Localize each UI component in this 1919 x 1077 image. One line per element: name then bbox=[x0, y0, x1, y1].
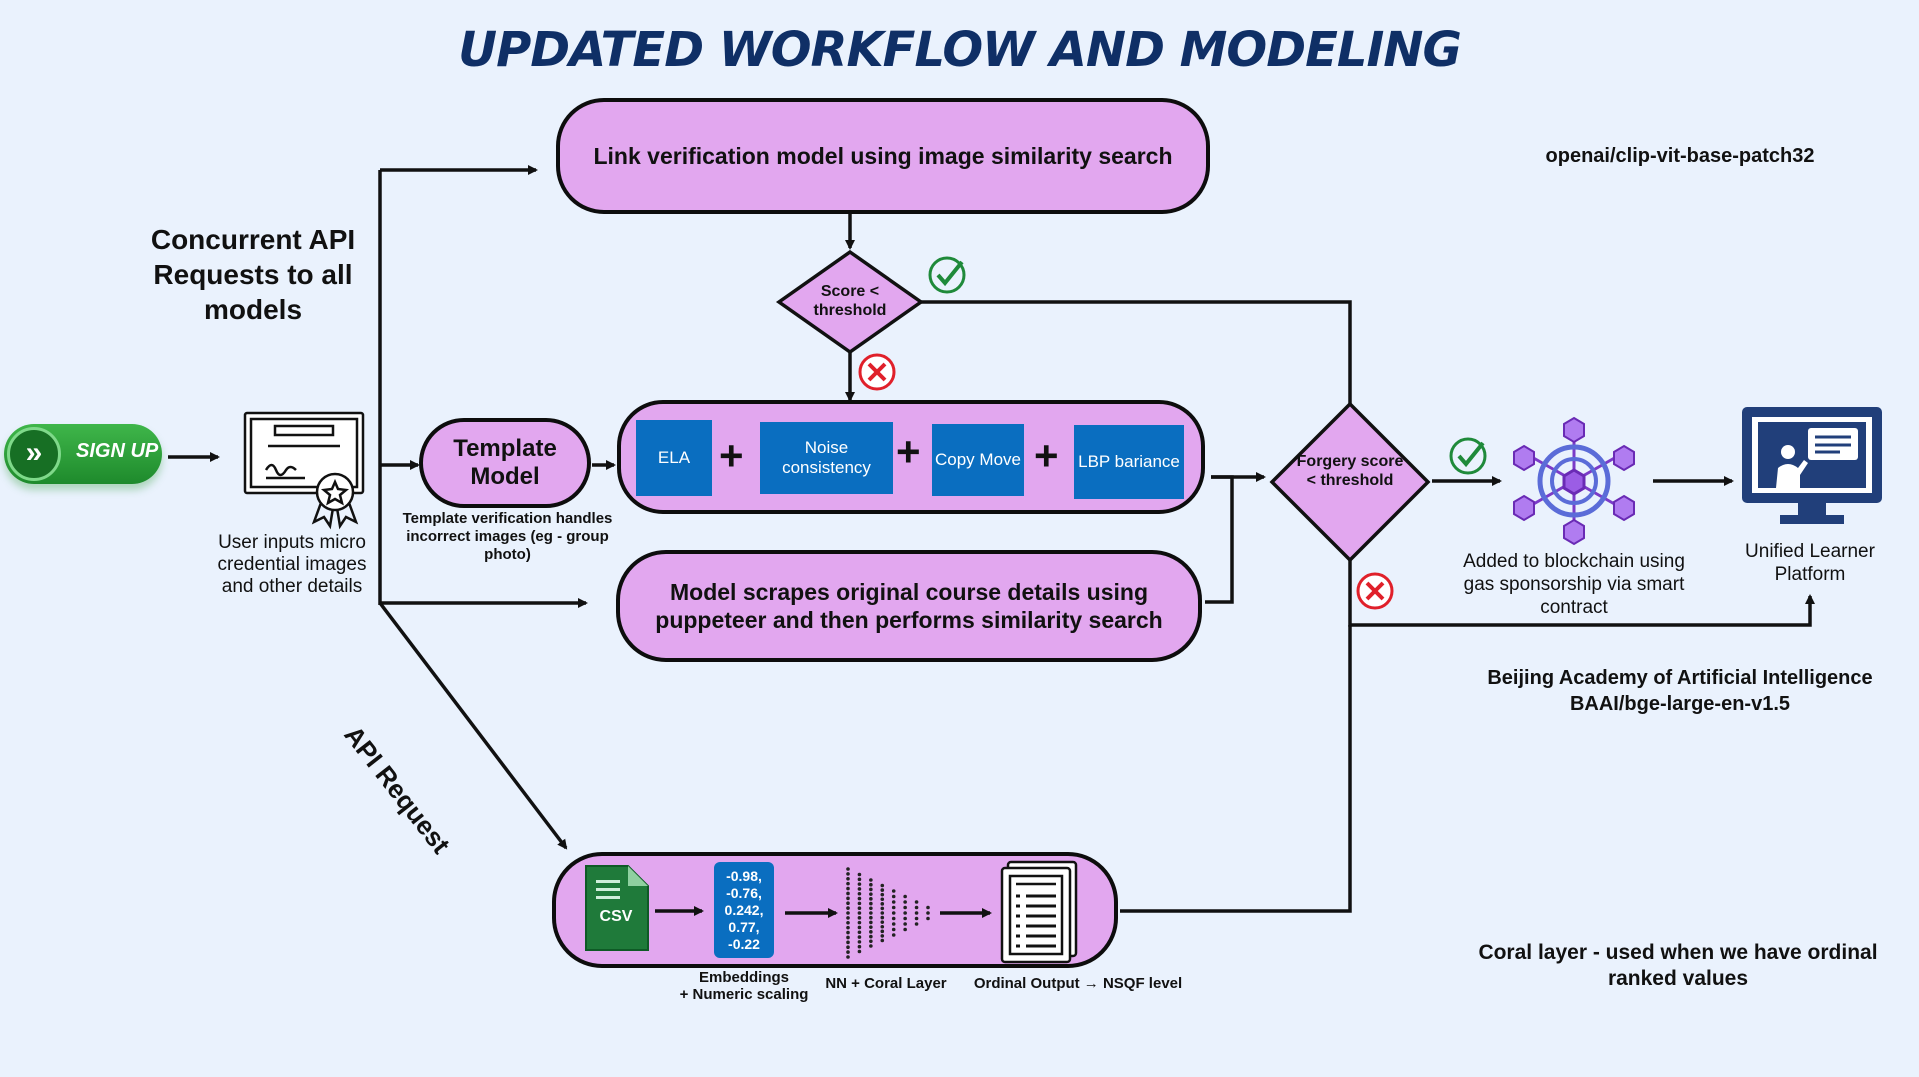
sign-up-button[interactable]: » SIGN UP bbox=[4, 424, 162, 484]
blockchain-icon bbox=[1513, 416, 1635, 546]
embeddings-caption-1: Embeddings bbox=[698, 969, 789, 986]
copy-move-box: Copy Move bbox=[932, 424, 1024, 496]
plus-sign: + bbox=[896, 428, 921, 475]
lbp-bariance-box: LBP bariance bbox=[1074, 425, 1184, 499]
certificate-icon bbox=[243, 411, 365, 530]
baai-line-2: BAAI/bge-large-en-v1.5 bbox=[1569, 693, 1791, 715]
learner-platform-icon bbox=[1742, 407, 1882, 524]
embedding-value: -0.76, bbox=[726, 885, 762, 901]
page-title: UPDATED WORKFLOW AND MODELING bbox=[458, 22, 1462, 78]
embedding-value: 0.242, bbox=[724, 902, 764, 918]
embedding-value: -0.22 bbox=[728, 936, 760, 952]
forgery-threshold-diamond bbox=[1269, 401, 1431, 563]
ordinal-caption: Ordinal Output → NSQF level bbox=[973, 975, 1183, 992]
scrape-similarity-model: Model scrapes original course details us… bbox=[616, 550, 1202, 662]
check-icon bbox=[928, 256, 966, 294]
coral-note: Coral layer - used when we have ordinal … bbox=[1478, 941, 1878, 990]
noise-consistency-box: Noise consistency bbox=[760, 422, 893, 494]
link-verification-model: Link verification model using image simi… bbox=[556, 98, 1210, 214]
clip-model-label: openai/clip-vit-base-patch32 bbox=[1545, 145, 1815, 167]
ela-box: ELA bbox=[636, 420, 712, 496]
csv-label: CSV bbox=[599, 908, 633, 925]
plus-sign: + bbox=[719, 432, 744, 479]
embeddings-box: -0.98, -0.76, 0.242, 0.77, -0.22 bbox=[714, 862, 774, 958]
cross-icon bbox=[858, 353, 896, 391]
cross-icon bbox=[1356, 572, 1394, 610]
baai-line-1: Beijing Academy of Artificial Intelligen… bbox=[1487, 667, 1873, 689]
embedding-value: -0.98, bbox=[726, 868, 762, 884]
embeddings-caption-2: + Numeric scaling bbox=[679, 986, 809, 1003]
user-input-caption: User inputs micro credential images and … bbox=[217, 532, 367, 597]
check-icon bbox=[1449, 437, 1487, 475]
baai-label: Beijing Academy of Artificial Intelligen… bbox=[1450, 665, 1910, 717]
forgery-threshold-label: Forgery score < threshold bbox=[1296, 453, 1404, 489]
template-model: Template Model bbox=[419, 418, 591, 508]
platform-caption: Unified Learner Platform bbox=[1745, 541, 1875, 585]
blockchain-caption: Added to blockchain using gas sponsorshi… bbox=[1463, 551, 1685, 618]
template-model-caption: Template verification handles incorrect … bbox=[402, 510, 613, 563]
score-threshold-label: Score < threshold bbox=[813, 283, 887, 319]
embeddings-caption: Embeddings + Numeric scaling bbox=[664, 969, 824, 1003]
embedding-value: 0.77, bbox=[728, 919, 760, 935]
concurrent-requests-label: Concurrent API Requests to all models bbox=[150, 224, 356, 325]
double-chevron-icon: » bbox=[7, 427, 61, 481]
nn-caption: NN + Coral Layer bbox=[825, 975, 947, 992]
sign-up-label: SIGN UP bbox=[76, 440, 159, 462]
score-threshold-diamond bbox=[775, 249, 925, 355]
plus-sign: + bbox=[1034, 432, 1059, 479]
